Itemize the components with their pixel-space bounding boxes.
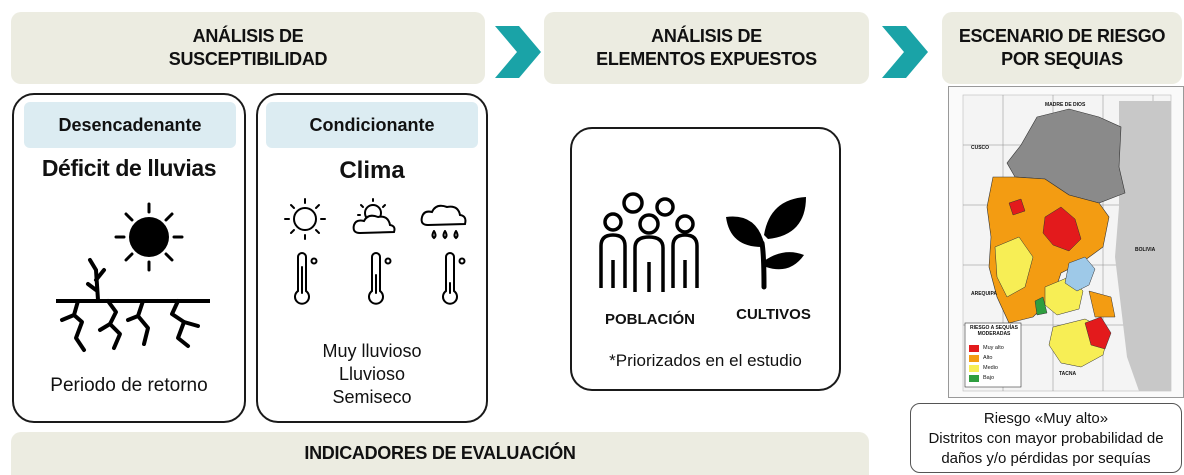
header-risk-line1: ESCENARIO DE RIESGO	[958, 25, 1166, 46]
header-exposed-line1: ANÁLISIS DE	[651, 25, 762, 46]
risk-map: MADRE DE DIOS CUSCO AREQUIPA TACNA BOLIV…	[948, 86, 1184, 398]
header-risk-line2: POR SEQUIAS	[1001, 49, 1123, 69]
map-legend-title-line: MODERADAS	[977, 331, 1011, 337]
risk-note: Riesgo «Muy alto» Distritos con mayor pr…	[910, 403, 1182, 473]
climate-type-item: Lluvioso	[338, 364, 406, 384]
population-label: POBLACIÓN	[605, 311, 695, 328]
risk-map-drawing	[949, 87, 1183, 397]
risk-note-line: daños y/o pérdidas por sequías	[941, 450, 1151, 467]
map-label-bolivia: BOLIVIA	[1135, 247, 1156, 253]
header-susceptibility: ANÁLISIS DE SUSCEPTIBILIDAD	[11, 12, 485, 84]
conditioning-title: Clima	[339, 157, 405, 184]
climate-weather-icons	[284, 198, 467, 305]
map-label-arequipa: AREQUIPA	[971, 291, 998, 297]
header-risk: ESCENARIO DE RIESGO POR SEQUIAS	[942, 12, 1182, 84]
header-susceptibility-line1: ANÁLISIS DE	[192, 25, 304, 46]
conditioning-tag: Condicionante	[266, 102, 478, 148]
map-legend-title-line: RIESGO A SEQUÍAS	[970, 325, 1018, 331]
climate-type-item: Semiseco	[332, 387, 412, 407]
map-label-madre-de-dios: MADRE DE DIOS	[1045, 102, 1086, 108]
map-legend-title: RIESGO A SEQUÍAS MODERADAS	[967, 325, 1021, 337]
climate-types-list: Muy lluvioso Lluvioso Semiseco	[256, 340, 488, 409]
risk-note-line: Riesgo «Muy alto»	[983, 410, 1109, 427]
map-legend-item-bajo: Bajo	[983, 375, 995, 381]
crops-label: CULTIVOS	[736, 306, 811, 323]
crops-plant-icon	[726, 197, 806, 290]
map-legend-item-muy-alto: Muy alto	[983, 345, 1004, 351]
header-susceptibility-line2: SUSCEPTIBILIDAD	[168, 49, 328, 69]
trigger-caption: Periodo de retorno	[50, 375, 208, 396]
header-exposed: ANÁLISIS DE ELEMENTOS EXPUESTOS	[544, 12, 869, 84]
trigger-tag: Desencadenante	[24, 102, 236, 148]
map-legend-item-alto: Alto	[983, 355, 993, 361]
header-exposed-line2: ELEMENTOS EXPUESTOS	[596, 49, 817, 69]
risk-note-line: Distritos con mayor probabilidad de	[928, 430, 1164, 447]
exposed-note: *Priorizados en el estudio	[609, 351, 802, 370]
map-legend-item-medio: Medio	[983, 365, 998, 371]
footer-indicators: INDICADORES DE EVALUACIÓN	[11, 432, 869, 475]
population-icon	[599, 192, 699, 292]
climate-type-item: Muy lluvioso	[322, 341, 422, 361]
map-label-cusco: CUSCO	[971, 145, 990, 151]
arrow-right-icon	[495, 26, 541, 78]
drought-sun-cracked-soil-icon	[56, 202, 210, 352]
map-label-tacna: TACNA	[1059, 371, 1077, 377]
arrow-right-icon	[882, 26, 928, 78]
trigger-title: Déficit de lluvias	[41, 155, 217, 181]
